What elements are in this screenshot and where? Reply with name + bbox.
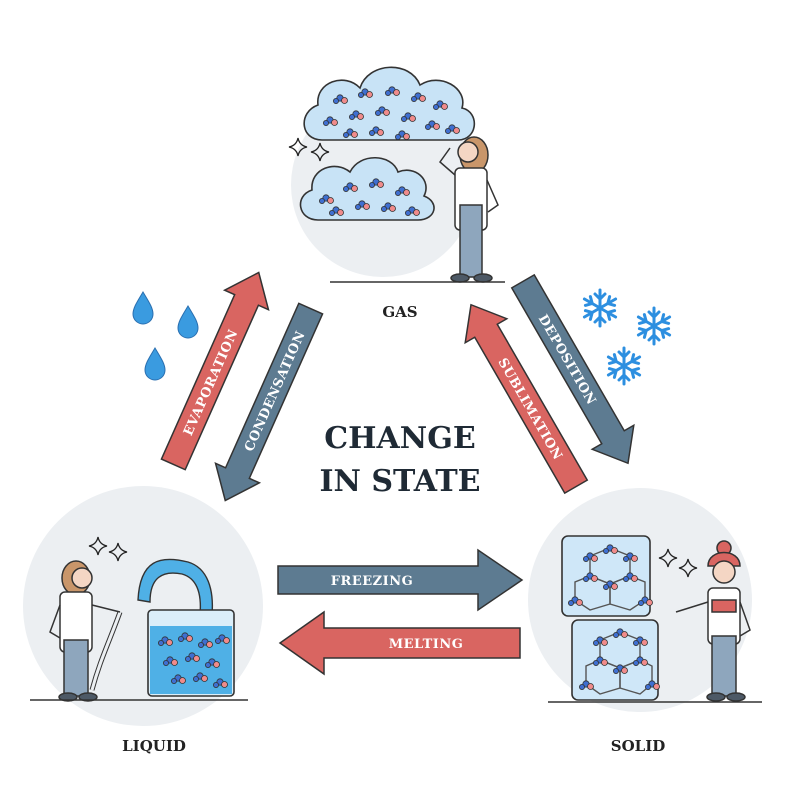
- solid-state-illustration: [528, 488, 762, 712]
- sublimation-label: SUBLIMATION: [494, 356, 565, 463]
- freezing-arrow: FREEZING: [277, 548, 524, 612]
- snowflake-icon: [636, 306, 672, 346]
- melting-arrow: MELTING: [278, 610, 521, 676]
- snowflake-icon: [582, 288, 618, 328]
- water-drop-icon: [177, 305, 199, 339]
- scientist-figure-solid: [675, 540, 751, 702]
- melting-label: MELTING: [389, 637, 464, 652]
- gas-label: GAS: [382, 303, 417, 321]
- liquid-state-illustration: [23, 486, 263, 726]
- gas-state-illustration: [288, 66, 505, 283]
- solid-label: SOLID: [611, 737, 665, 755]
- deposition-label: DEPOSITION: [535, 312, 599, 408]
- snowflake-icon: [606, 346, 642, 386]
- water-drop-icon: [144, 347, 166, 381]
- gas-cloud-small: [299, 157, 435, 221]
- title-line-1: CHANGE: [324, 421, 475, 456]
- scientist-figure-gas: [438, 136, 499, 283]
- evaporation-label: EVAPORATION: [181, 327, 241, 438]
- water-drop-icon: [132, 291, 154, 325]
- scientist-figure-liquid: [49, 560, 121, 702]
- freezing-label: FREEZING: [331, 574, 413, 589]
- title-line-2: IN STATE: [319, 464, 480, 499]
- liquid-label: LIQUID: [122, 737, 186, 755]
- condensation-label: CONDENSATION: [242, 329, 309, 454]
